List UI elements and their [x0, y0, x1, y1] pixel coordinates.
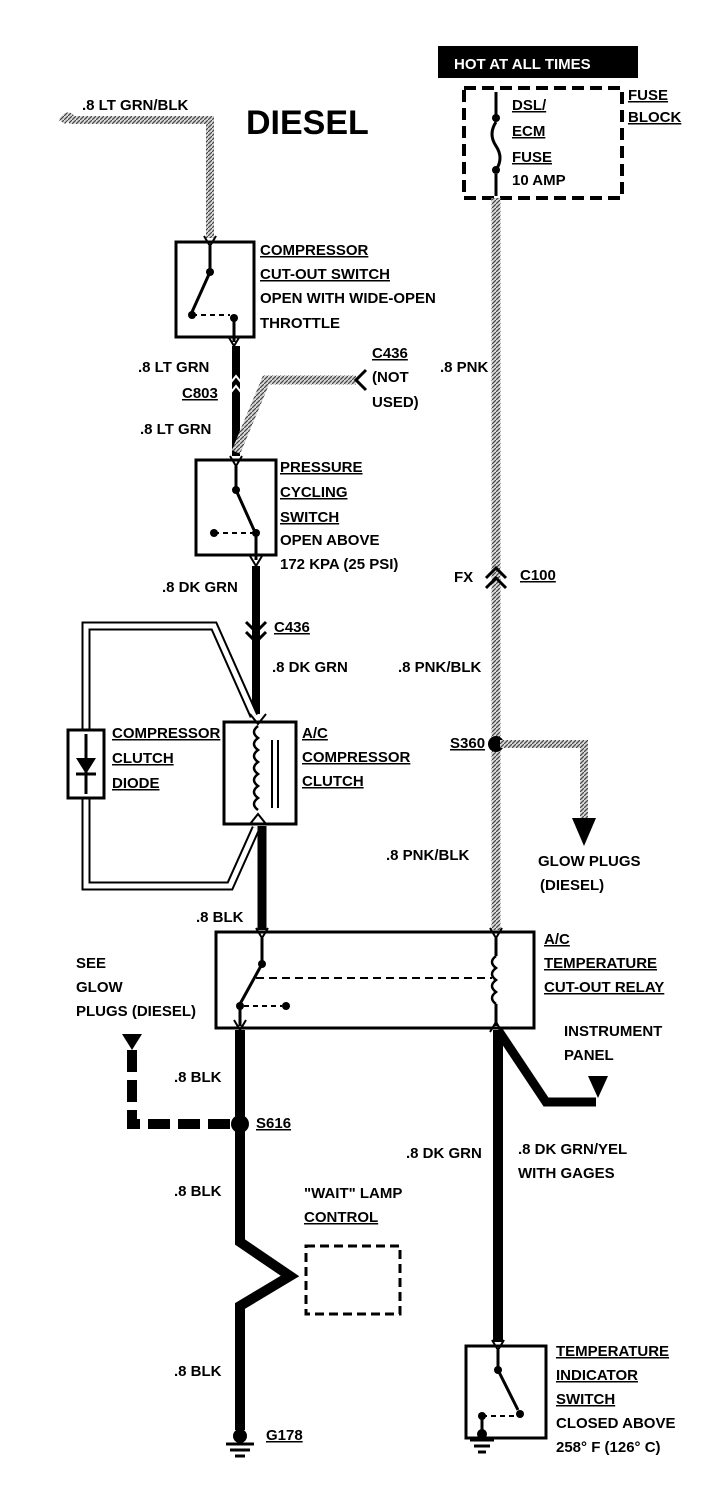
wire-label-lt-grn-upper: .8 LT GRN	[138, 359, 209, 376]
ac-compressor-clutch	[222, 713, 298, 826]
wire-label-pnk-blk-1: .8 PNK/BLK	[398, 659, 482, 676]
wire-label-blk-2: .8 BLK	[174, 1069, 222, 1086]
label-wait-lamp-1: "WAIT" LAMP	[304, 1185, 402, 1202]
connector-note-2: USED)	[372, 394, 419, 411]
label-compressor-cutout-2: CUT-OUT SWITCH	[260, 266, 390, 283]
hot-at-all-times-banner	[438, 46, 638, 78]
label-pressure-5: 172 KPA (25 PSI)	[280, 556, 398, 573]
wire-label-pnk-blk-2: .8 PNK/BLK	[386, 847, 470, 864]
label-clutch-2: COMPRESSOR	[302, 749, 411, 766]
label-temp-switch-3: SWITCH	[556, 1391, 615, 1408]
wire-label-dk-grn-2: .8 DK GRN	[272, 659, 348, 676]
label-diode-3: DIODE	[112, 775, 160, 792]
label-wait-lamp-2: CONTROL	[304, 1209, 378, 1226]
label-compressor-cutout-1: COMPRESSOR	[260, 242, 369, 259]
wire-label-dk-grn-1: .8 DK GRN	[162, 579, 238, 596]
wire-label-dk-grn-yel-1: .8 DK GRN/YEL	[518, 1141, 627, 1158]
label-pressure-1: PRESSURE	[280, 459, 363, 476]
wire-label-blk-1: .8 BLK	[196, 909, 244, 926]
label-fuse-2: ECM	[512, 123, 545, 140]
hot-at-all-times-text: HOT AT ALL TIMES	[454, 56, 591, 73]
wire-label-blk-3: .8 BLK	[174, 1183, 222, 1200]
connector-label-g178: G178	[266, 1427, 303, 1444]
wire-lt-grn-blk	[58, 112, 214, 238]
label-temp-switch-1: TEMPERATURE	[556, 1343, 669, 1360]
connector-c436-mid-symbol	[244, 620, 268, 645]
label-fuse-block-1: FUSE	[628, 87, 668, 104]
fuse-symbol	[490, 92, 502, 196]
label-instrument-1: INSTRUMENT	[564, 1023, 662, 1040]
label-pressure-2: CYCLING	[280, 484, 348, 501]
label-diode-2: CLUTCH	[112, 750, 174, 767]
wire-label-top-left: .8 LT GRN/BLK	[82, 97, 189, 114]
connector-c100-symbol	[484, 565, 508, 590]
label-pressure-3: SWITCH	[280, 509, 339, 526]
wire-c436-branch	[231, 375, 356, 454]
temperature-indicator-switch	[464, 1339, 548, 1454]
instrument-panel-arrow	[588, 1076, 608, 1098]
label-see-glow-3: PLUGS (DIESEL)	[76, 1003, 196, 1020]
label-pressure-4: OPEN ABOVE	[280, 532, 379, 549]
label-fuse-3: FUSE	[512, 149, 552, 166]
fuse-block-box	[462, 86, 624, 200]
pressure-cycling-switch	[194, 455, 278, 568]
label-temp-switch-5: 258° F (126° C)	[556, 1439, 661, 1456]
ground-g178-symbol	[226, 1429, 254, 1458]
connector-c436-top-symbol	[353, 368, 368, 392]
label-glow-plugs-2: (DIESEL)	[540, 877, 604, 894]
label-diode-1: COMPRESSOR	[112, 725, 221, 742]
wire-label-dk-grn-right: .8 DK GRN	[406, 1145, 482, 1162]
wire-diode-loop-top	[81, 621, 259, 730]
wire-label-pnk: .8 PNK	[440, 359, 489, 376]
connector-label-c100: C100	[520, 567, 556, 584]
connector-label-c803: C803	[182, 385, 218, 402]
wire-label-blk-4: .8 BLK	[174, 1363, 222, 1380]
label-compressor-cutout-3: OPEN WITH WIDE-OPEN	[260, 290, 436, 307]
connector-c803-symbol	[227, 374, 245, 397]
label-fuse-rating: 10 AMP	[512, 172, 566, 189]
connector-label-s360: S360	[450, 735, 485, 752]
diagram-title: DIESEL	[246, 104, 369, 142]
wire-blk-s616-ground	[235, 1124, 300, 1430]
glow-plugs-arrow	[572, 818, 596, 846]
connector-note-1: (NOT	[372, 369, 409, 386]
label-instrument-2: PANEL	[564, 1047, 614, 1064]
compressor-clutch-diode	[66, 728, 106, 800]
label-glow-plugs-1: GLOW PLUGS	[538, 853, 641, 870]
label-see-glow-1: SEE	[76, 955, 106, 972]
see-glow-arrow	[122, 1034, 142, 1050]
label-see-glow-2: GLOW	[76, 979, 123, 996]
label-temp-switch-2: INDICATOR	[556, 1367, 638, 1384]
label-relay-2: TEMPERATURE	[544, 955, 657, 972]
label-relay-3: CUT-OUT RELAY	[544, 979, 664, 996]
connector-label-s616: S616	[256, 1115, 291, 1132]
compressor-cutout-switch	[174, 235, 256, 348]
label-relay-1: A/C	[544, 931, 570, 948]
label-compressor-cutout-4: THROTTLE	[260, 315, 340, 332]
label-clutch-3: CLUTCH	[302, 773, 364, 790]
connector-label-fx: FX	[454, 569, 473, 586]
label-fuse-1: DSL/	[512, 97, 547, 114]
wire-glow-to-s616	[127, 1050, 236, 1129]
wire-glow-plug-branch	[500, 740, 588, 818]
wire-label-lt-grn-lower: .8 LT GRN	[140, 421, 211, 438]
connector-label-c436-mid: C436	[274, 619, 310, 636]
wait-lamp-control-box	[304, 1244, 402, 1316]
label-temp-switch-4: CLOSED ABOVE	[556, 1415, 675, 1432]
ac-temperature-cutout-relay	[214, 927, 536, 1033]
wire-label-dk-grn-yel-2: WITH GAGES	[518, 1165, 615, 1182]
label-clutch-1: A/C	[302, 725, 328, 742]
label-fuse-block-2: BLOCK	[628, 109, 681, 126]
connector-label-c436-top: C436	[372, 345, 408, 362]
wire-dk-grn-yel	[494, 1027, 596, 1107]
